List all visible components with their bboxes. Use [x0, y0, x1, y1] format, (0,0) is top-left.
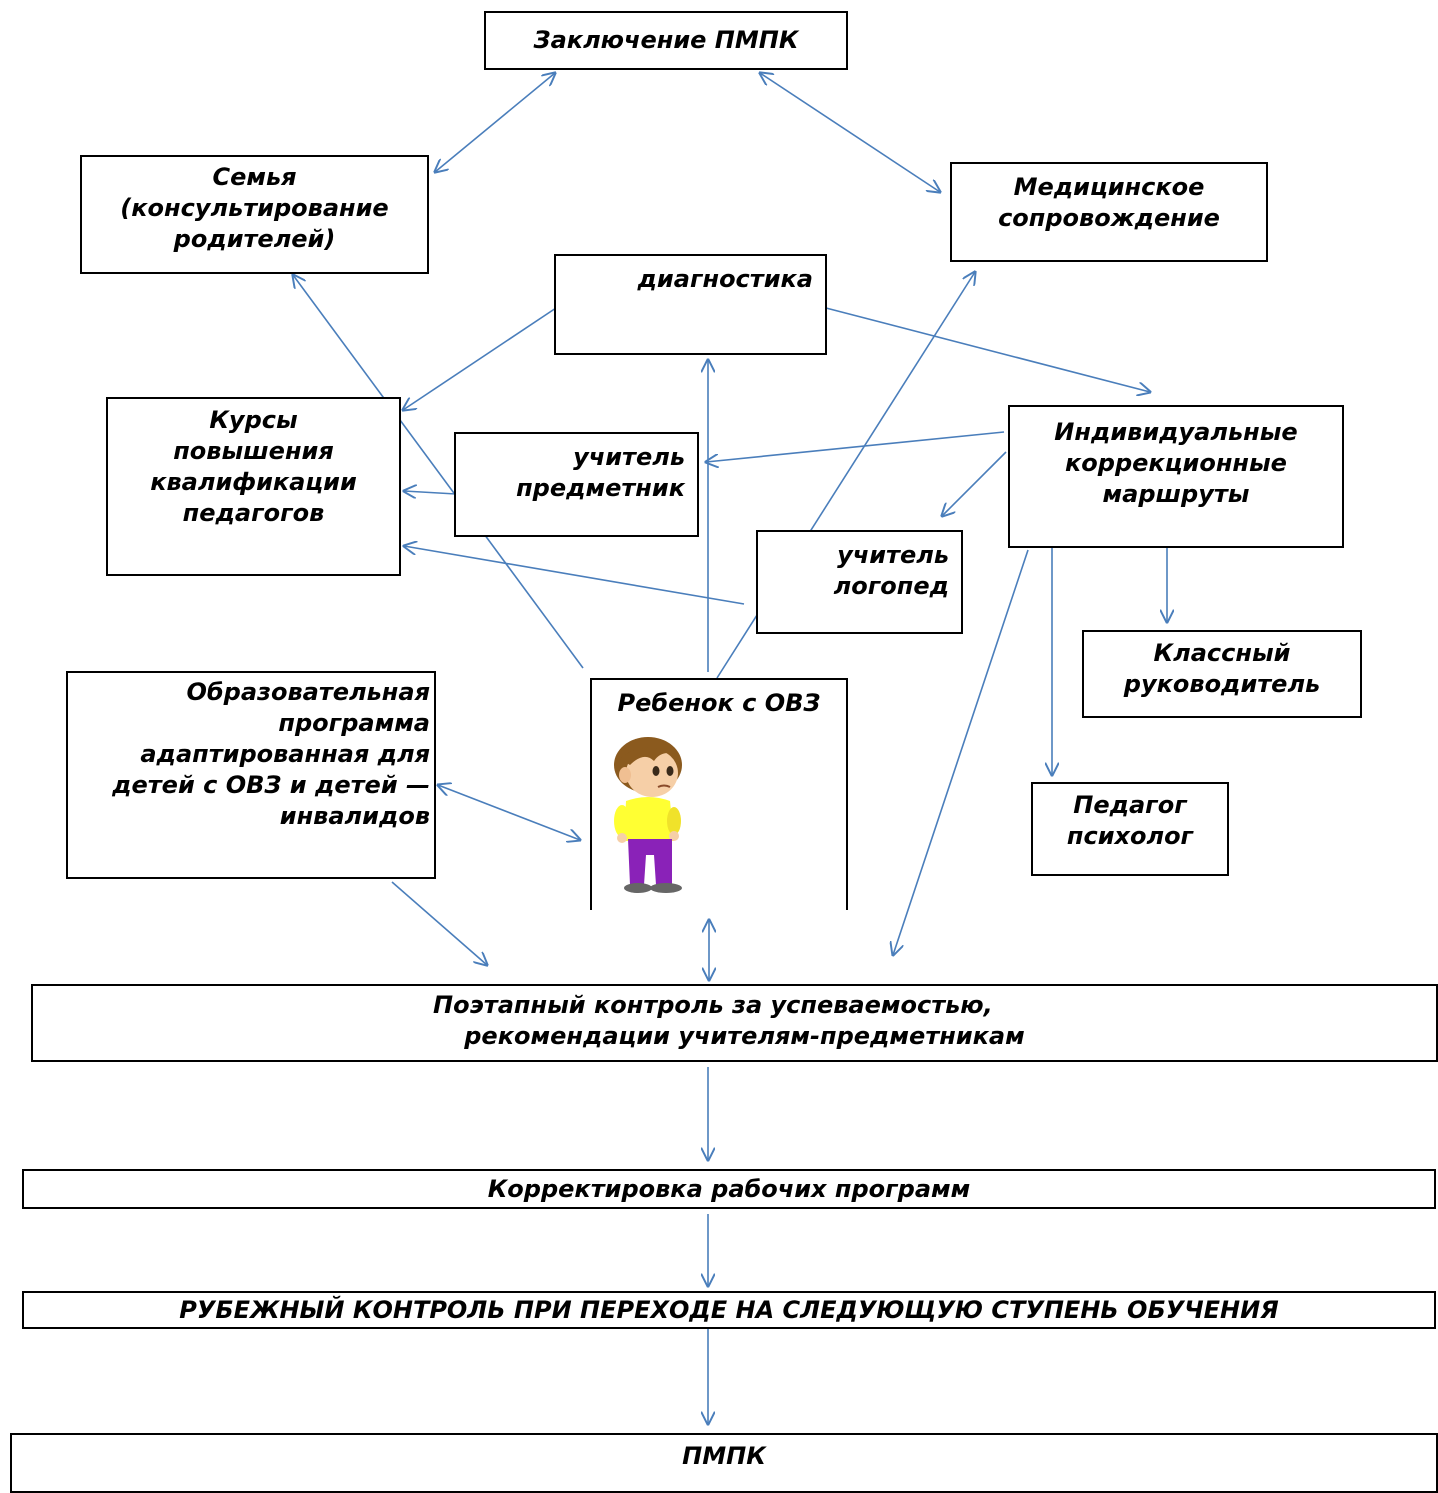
box-label: Курсы [209, 406, 298, 434]
box-label: квалификации [150, 468, 357, 496]
box-individual-routes: Индивидуальные коррекционные маршруты [1008, 405, 1344, 548]
box-label: рекомендации учителям-предметникам [464, 1022, 1025, 1050]
box-label: детей с ОВЗ и детей — [112, 771, 430, 799]
boy-icon [614, 737, 682, 893]
arrow-pmpk-medical [760, 73, 940, 192]
box-label: Ребенок с ОВЗ [617, 689, 821, 717]
box-boundary-control: РУБЕЖНЫЙ КОНТРОЛЬ ПРИ ПЕРЕХОДЕ НА СЛЕДУЮ… [22, 1291, 1436, 1329]
box-label: диагностика [637, 265, 813, 293]
box-label: Индивидуальные [1054, 418, 1298, 446]
box-label: предметник [516, 474, 685, 502]
box-label: Педагог [1073, 791, 1187, 819]
box-label: учитель [837, 541, 949, 569]
box-label: Медицинское [1013, 173, 1205, 201]
arrow-routes-speech-teacher [942, 451, 1007, 516]
box-label: Классный [1153, 639, 1291, 667]
box-label: учитель [573, 443, 685, 471]
box-label: руководитель [1123, 670, 1321, 698]
box-label: логопед [833, 572, 949, 600]
box-class-teacher: Классный руководитель [1082, 630, 1362, 718]
arrow-program-child [438, 785, 580, 840]
arrow-diagnostics-courses [403, 307, 557, 410]
box-speech-teacher: учитель логопед [756, 530, 963, 634]
box-correction: Корректировка рабочих программ [22, 1169, 1436, 1209]
box-pmpk-conclusion: Заключение ПМПК [484, 11, 848, 70]
box-label: адаптированная для [140, 740, 430, 768]
box-label: РУБЕЖНЫЙ КОНТРОЛЬ ПРИ ПЕРЕХОДЕ НА СЛЕДУЮ… [179, 1296, 1279, 1324]
box-monitoring: Поэтапный контроль за успеваемостью, рек… [31, 984, 1438, 1062]
arrow-program-monitoring [391, 881, 487, 965]
box-label: маршруты [1102, 480, 1250, 508]
box-label: ПМПК [682, 1442, 766, 1470]
arrow-subject-teacher-courses [404, 491, 457, 494]
box-label: педагогов [182, 499, 325, 527]
box-pmpk: ПМПК [10, 1433, 1438, 1493]
box-label: психолог [1066, 822, 1194, 850]
arrow-speech-teacher-courses [404, 546, 745, 605]
box-diagnostics: диагностика [554, 254, 827, 355]
box-label: (консультирование [120, 194, 389, 222]
box-label: Корректировка рабочих программ [487, 1175, 971, 1203]
box-label: родителей) [173, 225, 336, 253]
box-family: Семья (консультирование родителей) [80, 155, 429, 274]
box-label: программа [278, 709, 430, 737]
box-label: Образовательная [186, 678, 430, 706]
box-medical: Медицинское сопровождение [950, 162, 1268, 262]
arrow-child-family [293, 275, 584, 669]
box-label: сопровождение [998, 204, 1220, 232]
box-label: инвалидов [279, 802, 430, 830]
box-courses: Курсы повышения квалификации педагогов [106, 397, 401, 576]
arrow-diagnostics-routes [825, 307, 1150, 392]
box-label: Семья [212, 163, 297, 191]
box-label: повышения [173, 437, 334, 465]
arrow-pmpk-family [435, 73, 555, 172]
box-program: Образовательная программа адаптированная… [66, 671, 436, 879]
arrow-routes-monitoring [893, 549, 1029, 955]
box-label: Заключение ПМПК [533, 26, 799, 54]
box-psychologist: Педагог психолог [1031, 782, 1229, 876]
arrow-routes-subject-teacher [706, 431, 1005, 462]
box-subject-teacher: учитель предметник [454, 432, 699, 537]
box-label: Поэтапный контроль за успеваемостью, [433, 991, 993, 1019]
box-label: коррекционные [1065, 449, 1287, 477]
